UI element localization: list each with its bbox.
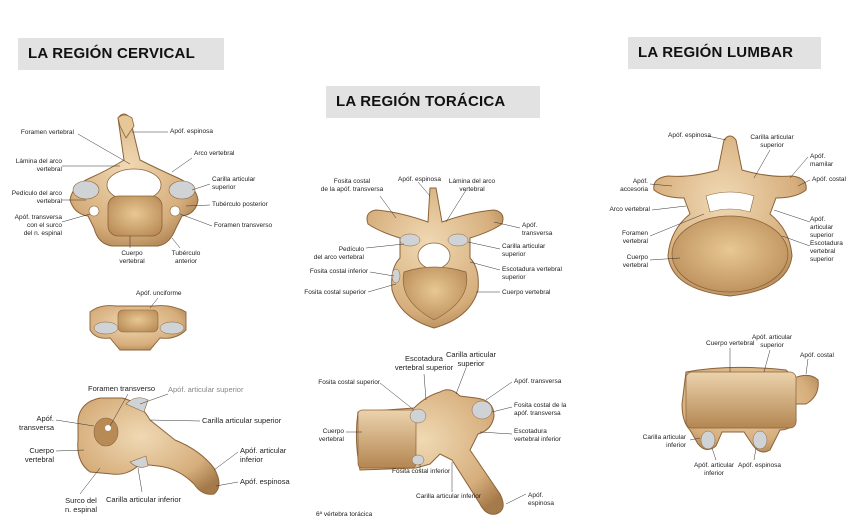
label-apof-unciforme: Apóf. unciforme (136, 290, 182, 297)
label-apof-transversa-thoracic: Apóf. transversa (522, 222, 553, 237)
label-cuerpo-vertebral-thoracic: Cuerpo vertebral (502, 289, 551, 296)
lumbar-vertebra-superior-view (653, 135, 807, 297)
label-carilla-articular-inferior-lumbar-side: Carilla articular inferior (642, 434, 686, 449)
label-pediculo-arco: Pedículo del arco vertebral (11, 190, 62, 205)
label-arco-vertebral-lumbar: Arco vertebral (609, 206, 650, 213)
label-tuberculo-anterior: Tubérculo anterior (171, 250, 201, 265)
label-carilla-articular-inferior-side: Carilla articular inferior (106, 495, 182, 504)
label-apof-articular-superior-lumbar-side: Apóf. articular superior (751, 334, 793, 349)
label-apof-articular-inferior-side: Apóf. articular inferior (240, 446, 287, 464)
thoracic-vertebra-superior-view (366, 187, 504, 329)
label-carilla-articular-superior: Carilla articular superior (212, 176, 256, 191)
label-apof-espinosa-side-thoracic: Apóf. espinosa (528, 492, 555, 507)
label-foramen-vertebral: Foramen vertebral (20, 129, 74, 136)
cervical-vertebra-superior-view (69, 113, 199, 247)
label-cuerpo-vertebral: Cuerpo vertebral (119, 250, 145, 265)
label-apof-articular-superior-side: Apóf. articular superior (168, 385, 244, 394)
label-lamina-arco-thoracic: Lámina del arco vertebral (448, 178, 496, 193)
label-fosita-costal-apof-transversa: Fosita costal de la apóf. transversa (514, 402, 567, 417)
label-escotadura-superior-lumbar: Escotadura vertebral superior (810, 240, 843, 263)
label-fosita-costal-inferior-side: Fosita costal inferior (392, 468, 451, 475)
label-apof-espinosa-lumbar-side: Apóf. espinosa (738, 462, 782, 469)
label-apof-espinosa-thoracic: Apóf. espinosa (398, 176, 442, 183)
label-carilla-articular-superior-side: Carilla articular superior (202, 416, 282, 425)
leader-lines (55, 131, 811, 505)
label-arco-vertebral: Arco vertebral (194, 150, 235, 157)
label-apof-espinosa: Apóf. espinosa (170, 128, 214, 135)
label-apof-transversa: Apóf. transversa con el surco del n. esp… (14, 214, 62, 237)
caption-vertebra-toracica: 6ª vértebra torácica (316, 511, 373, 518)
label-escotadura-superior-thoracic: Escotadura vertebral superior (502, 266, 562, 281)
label-foramen-transverso-side: Foramen transverso (88, 384, 156, 393)
label-fosita-costal-superior-side: Fosita costal superior (318, 379, 380, 386)
label-carilla-superior-side: Carilla articular superior (445, 350, 496, 368)
label-surco-nervio-espinal: Surco del n. espinal (64, 496, 98, 514)
label-apof-mamilar: Apóf. mamilar (810, 153, 834, 168)
label-cuerpo-vertebral-lumbar-side: Cuerpo vertebral (706, 340, 755, 347)
title-cervical: LA REGIÓN CERVICAL (18, 38, 224, 70)
label-cuerpo-vertebral-side: Cuerpo vertebral (24, 446, 54, 464)
label-tuberculo-posterior: Tubérculo posterior (212, 201, 268, 208)
label-apof-espinosa-side: Apóf. espinosa (240, 477, 290, 486)
label-apof-transversa-side-thoracic: Apóf. transversa (514, 378, 562, 385)
title-thoracic: LA REGIÓN TORÁCICA (326, 86, 540, 118)
label-cuerpo-vertebral-lumbar: Cuerpo vertebral (622, 254, 648, 269)
label-apof-transversa-side: Apóf. transversa (18, 414, 54, 432)
label-lamina-arco: Lámina del arco vertebral (15, 158, 62, 173)
label-fosita-costal-superior-thoracic: Fosita costal superior (304, 289, 366, 296)
cervical-vertebra-lateral-view (77, 397, 220, 495)
lumbar-vertebra-lateral-view (681, 366, 819, 453)
title-lumbar: LA REGIÓN LUMBAR (628, 37, 821, 69)
label-fosita-costal-transversa: Fosita costal de la apóf. transversa (320, 178, 384, 193)
thoracic-vertebra-lateral-view (355, 389, 504, 515)
label-carilla-articular-superior-lumbar: Carilla articular superior (750, 134, 794, 149)
label-apof-costal-lumbar-side: Apóf. costal (800, 352, 834, 359)
label-foramen-vertebral-lumbar: Foramen vertebral (621, 230, 648, 245)
label-apof-articular-superior-lumbar: Apóf. articular superior (810, 216, 834, 239)
label-apof-articular-inferior-lumbar-side: Apóf. articular inferior (693, 462, 735, 477)
label-cuerpo-vertebral-side-thoracic: Cuerpo vertebral (318, 428, 344, 443)
cervical-vertebra-anterior-view (89, 305, 187, 351)
label-carilla-articular-superior-thoracic: Carilla articular superior (502, 243, 546, 258)
label-carilla-inferior-side-thoracic: Carilla articular inferior (416, 493, 482, 500)
label-fosita-costal-inferior-thoracic: Fosita costal inferior (309, 268, 368, 275)
label-apof-espinosa-lumbar: Apóf. espinosa (668, 132, 712, 139)
label-escotadura-inferior-side: Escotadura vertebral inferior (514, 428, 561, 443)
label-foramen-transverso: Foramen transverso (214, 222, 273, 229)
label-pediculo-arco-thoracic: Pedículo del arco vertebral (313, 246, 364, 261)
label-apof-accesoria: Apóf. accesoria (620, 178, 648, 193)
label-apof-costal-lumbar: Apóf. costal (812, 176, 846, 183)
label-escotadura-superior-side: Escotadura vertebral superior (394, 354, 454, 372)
